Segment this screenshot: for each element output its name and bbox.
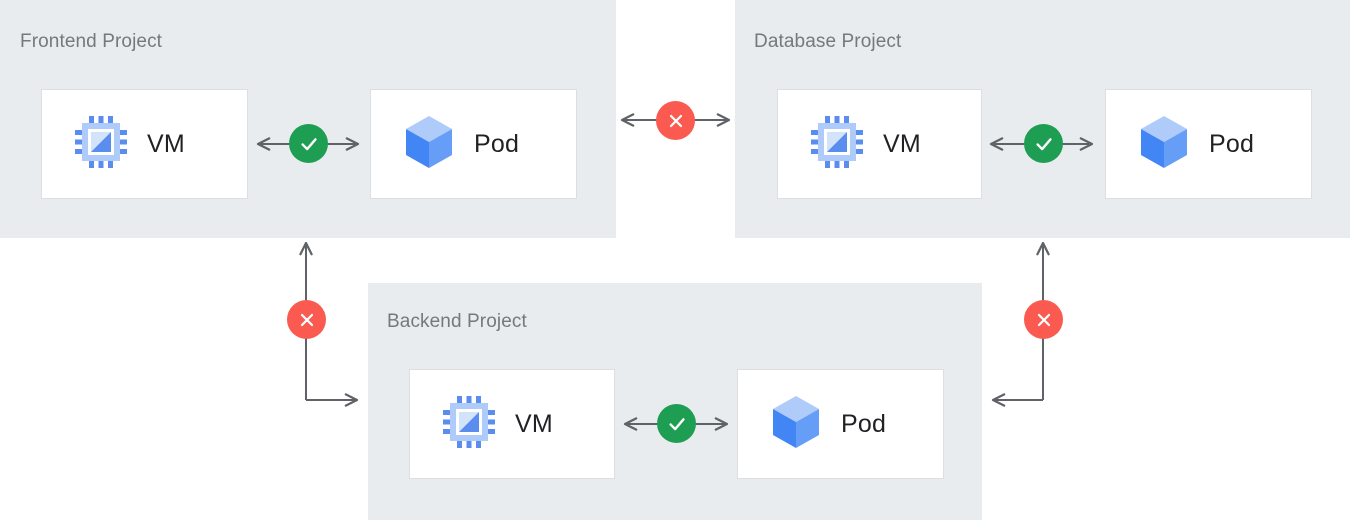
resource-card-backend-pod[interactable]: Pod bbox=[737, 369, 944, 479]
resource-label-database-pod: Pod bbox=[1209, 129, 1255, 158]
project-title-frontend: Frontend Project bbox=[20, 31, 163, 52]
vm-chip-icon bbox=[75, 115, 127, 173]
resource-card-database-vm[interactable]: VM bbox=[777, 89, 982, 199]
vm-chip-icon bbox=[443, 395, 495, 453]
resource-card-frontend-vm[interactable]: VM bbox=[41, 89, 248, 199]
check-icon bbox=[668, 417, 685, 430]
resource-card-backend-vm[interactable]: VM bbox=[409, 369, 615, 479]
status-badge-frontend-backend[interactable] bbox=[287, 300, 326, 339]
pod-cube-icon bbox=[771, 394, 821, 455]
pod-cube-icon bbox=[404, 114, 454, 175]
vm-chip-icon bbox=[811, 115, 863, 173]
x-icon bbox=[300, 313, 313, 326]
project-title-database: Database Project bbox=[754, 31, 902, 52]
x-icon bbox=[1037, 313, 1050, 326]
status-badge-frontend-internal[interactable] bbox=[289, 124, 328, 163]
status-badge-database-backend[interactable] bbox=[1024, 300, 1063, 339]
check-icon bbox=[1035, 137, 1052, 150]
status-badge-backend-internal[interactable] bbox=[657, 404, 696, 443]
resource-label-backend-vm: VM bbox=[515, 409, 553, 438]
resource-card-frontend-pod[interactable]: Pod bbox=[370, 89, 577, 199]
resource-label-database-vm: VM bbox=[883, 129, 921, 158]
status-badge-database-internal[interactable] bbox=[1024, 124, 1063, 163]
resource-label-frontend-vm: VM bbox=[147, 129, 185, 158]
resource-label-frontend-pod: Pod bbox=[474, 129, 520, 158]
resource-card-database-pod[interactable]: Pod bbox=[1105, 89, 1312, 199]
project-title-backend: Backend Project bbox=[387, 311, 527, 332]
status-badge-frontend-database[interactable] bbox=[656, 101, 695, 140]
check-icon bbox=[300, 137, 317, 150]
resource-label-backend-pod: Pod bbox=[841, 409, 887, 438]
x-icon bbox=[669, 114, 682, 127]
pod-cube-icon bbox=[1139, 114, 1189, 175]
